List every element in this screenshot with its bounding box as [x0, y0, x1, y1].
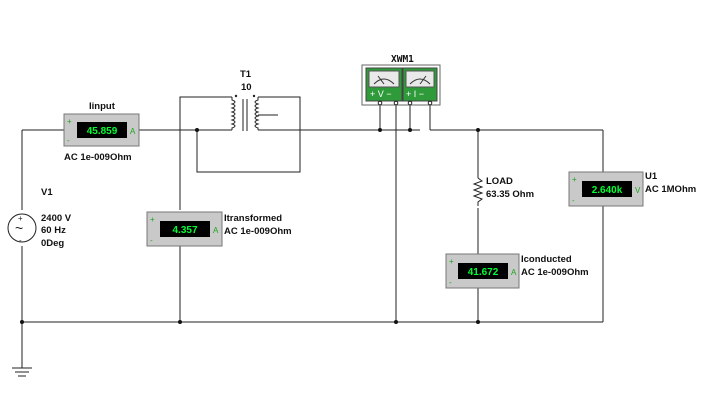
- junction-dot: [408, 128, 412, 132]
- junctions: [20, 128, 480, 324]
- transformer-ratio: 10: [241, 82, 252, 93]
- meter-mode: AC 1MOhm: [645, 184, 696, 195]
- current-needle-icon: [409, 75, 431, 85]
- terminal-dot: [393, 100, 399, 106]
- minus-terminal: -: [572, 196, 575, 205]
- wattmeter-name: XWM1: [391, 54, 414, 65]
- meter-unit: A: [213, 226, 219, 235]
- meter-mode: AC 1e-009Ohm: [64, 152, 132, 163]
- minus-terminal: -: [67, 136, 70, 145]
- ammeter-iinput[interactable]: Iinput 45.859 + - A AC 1e-009Ohm: [63, 101, 140, 163]
- ac-wave-icon: ~: [15, 220, 23, 236]
- meter-name: Itransformed: [224, 213, 282, 224]
- load-value: 63.35 Ohm: [486, 189, 534, 200]
- wires: [21, 96, 604, 368]
- junction-dot: [476, 320, 480, 324]
- wattmeter-xwm1[interactable]: XWM1 + V − + I −: [361, 54, 441, 106]
- terminal-dot: [407, 100, 413, 106]
- junction-dot: [394, 320, 398, 324]
- meter-mode: AC 1e-009Ohm: [521, 267, 589, 278]
- dot-marker: [234, 94, 238, 98]
- ammeter-iconducted[interactable]: 41.672 + - A Iconducted AC 1e-009Ohm: [445, 253, 589, 289]
- resistor-icon: [472, 177, 484, 206]
- junction-dot: [378, 128, 382, 132]
- source-voltage: 2400 V: [41, 213, 72, 224]
- source-plus-sign: +: [18, 214, 23, 223]
- wire-primary-upper: [179, 96, 232, 210]
- load-name: LOAD: [486, 176, 513, 187]
- wire-primary-loop: [196, 96, 301, 173]
- meter-mode: AC 1e-009Ohm: [224, 226, 292, 237]
- meter-name: Iinput: [89, 101, 116, 112]
- junction-dot: [20, 320, 24, 324]
- terminal-dot: [427, 100, 433, 106]
- source-name: V1: [41, 187, 53, 198]
- meter-reading: 45.859: [87, 126, 118, 137]
- source-minus-sign: -: [19, 236, 22, 245]
- meter-reading: 41.672: [468, 267, 499, 278]
- junction-dot: [178, 320, 182, 324]
- junction-dot: [476, 128, 480, 132]
- meter-reading: 4.357: [172, 225, 197, 236]
- meter-unit: A: [130, 127, 136, 136]
- junction-dot: [195, 128, 199, 132]
- meter-name: U1: [645, 171, 658, 182]
- voltmeter-u1[interactable]: 2.640k + - V U1 AC 1MOhm: [568, 171, 696, 207]
- load-resistor[interactable]: LOAD 63.35 Ohm: [472, 176, 534, 206]
- ammeter-itransformed[interactable]: 4.357 + - A Itransformed AC 1e-009Ohm: [146, 211, 292, 247]
- voltage-terminals-label: + V −: [370, 89, 392, 99]
- meter-unit: V: [635, 186, 641, 195]
- plus-terminal: +: [67, 117, 72, 126]
- secondary-coil-icon: [254, 97, 260, 130]
- plus-terminal: +: [449, 257, 454, 266]
- ground-icon: [12, 367, 32, 377]
- voltage-needle-icon: [373, 75, 395, 85]
- meter-name: Iconducted: [521, 254, 572, 265]
- ac-source-v1[interactable]: + ~ -: [7, 213, 37, 245]
- minus-terminal: -: [150, 236, 153, 245]
- terminal-dot: [377, 100, 383, 106]
- source-frequency: 60 Hz: [41, 225, 66, 236]
- plus-terminal: +: [150, 215, 155, 224]
- primary-coil-icon: [230, 97, 236, 130]
- dot-marker: [252, 94, 256, 98]
- transformer-t1[interactable]: T1 10: [230, 69, 260, 131]
- meter-reading: 2.640k: [592, 185, 623, 196]
- plus-terminal: +: [572, 175, 577, 184]
- current-terminals-label: + I −: [406, 89, 424, 99]
- minus-terminal: -: [449, 278, 452, 287]
- source-phase: 0Deg: [41, 238, 64, 249]
- meter-unit: A: [511, 268, 517, 277]
- transformer-name: T1: [240, 69, 252, 80]
